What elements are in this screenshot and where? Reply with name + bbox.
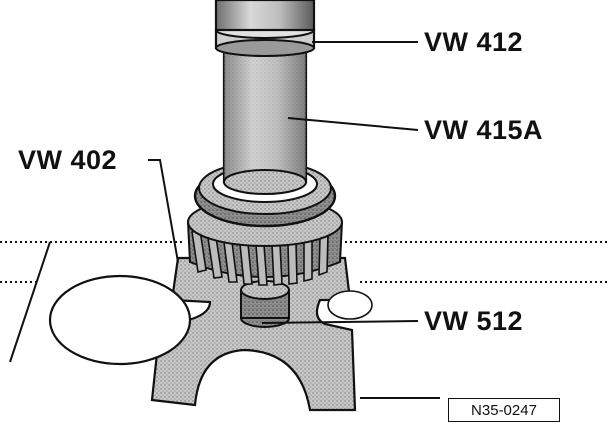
press-tube-vw415a — [222, 40, 308, 195]
leader-vw512 — [261, 320, 419, 324]
collar-vw412 — [214, 0, 316, 57]
collet-vw512 — [240, 280, 290, 328]
leader-vw402 — [148, 159, 179, 263]
workbench — [0, 241, 608, 399]
label-vw512: VW 512 — [424, 306, 524, 336]
leader-lines — [148, 41, 419, 324]
label-vw412: VW 412 — [424, 27, 524, 57]
plate-cutout — [48, 274, 192, 366]
label-vw415a: VW 415A — [424, 115, 544, 145]
reference-number: N35-0247 — [448, 398, 560, 422]
label-vw402: VW 402 — [18, 145, 118, 175]
leader-vw415a — [287, 117, 419, 131]
